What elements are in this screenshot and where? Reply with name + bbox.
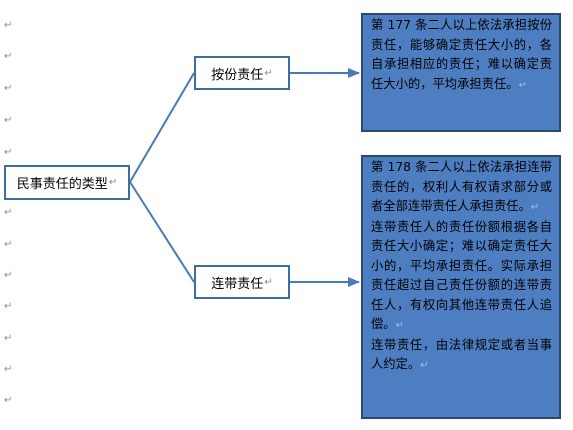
paragraph-mark: ↵ bbox=[4, 147, 13, 158]
paragraph-mark: ↵ bbox=[4, 239, 13, 250]
note-paragraph: 第 177 条二人以上依法承担按份责任，能够确定责任大小的，各自承担相应的责任；… bbox=[371, 18, 552, 91]
branch-node-label: 连带责任 bbox=[211, 276, 264, 292]
paragraph-mark: ↵ bbox=[4, 333, 13, 344]
note-box-article-178: 第 178 条二人以上依法承担连带责任的，权利人有权请求部分或者全部连带责任人承… bbox=[361, 155, 561, 419]
paragraph-mark: ↵ bbox=[4, 270, 13, 281]
branch-node-joint[interactable]: 连带责任↵ bbox=[194, 265, 290, 299]
connector-to-branch-1 bbox=[129, 72, 195, 183]
paragraph-mark: ↵ bbox=[264, 276, 273, 288]
paragraph-mark: ↵ bbox=[4, 115, 13, 126]
branch-node-proportional[interactable]: 按份责任↵ bbox=[194, 56, 290, 90]
branch-node-label: 按份责任 bbox=[211, 67, 264, 83]
paragraph-mark: ↵ bbox=[4, 364, 13, 375]
root-node[interactable]: 民事责任的类型↵ bbox=[4, 165, 130, 200]
paragraph-mark: ↵ bbox=[264, 67, 273, 79]
paragraph-marks-column: ↵ ↵ ↵ ↵ ↵ ↵ ↵ ↵ ↵ ↵ ↵ ↵ bbox=[0, 0, 20, 430]
paragraph-mark: ↵ bbox=[4, 301, 13, 312]
root-node-label: 民事责任的类型 bbox=[16, 177, 108, 192]
paragraph-mark: ↵ bbox=[108, 177, 118, 188]
paragraph-mark: ↵ bbox=[4, 207, 13, 218]
note-paragraph: 连带责任人的责任份额根据各自责任大小确定；难以确定责任大小的，平均承担责任。实际… bbox=[371, 219, 552, 332]
paragraph-mark: ↵ bbox=[4, 395, 13, 406]
paragraph-mark: ↵ bbox=[4, 83, 13, 94]
connector-to-branch-2 bbox=[129, 181, 195, 283]
note-paragraph: 第 178 条二人以上依法承担连带责任的，权利人有权请求部分或者全部连带责任人承… bbox=[371, 160, 552, 213]
note-box-article-177: 第 177 条二人以上依法承担按份责任，能够确定责任大小的，各自承担相应的责任；… bbox=[361, 13, 561, 132]
note-paragraph: 连带责任，由法律规定或者当事人约定。↵ bbox=[371, 337, 552, 372]
paragraph-mark: ↵ bbox=[4, 20, 13, 31]
paragraph-mark: ↵ bbox=[4, 51, 13, 62]
